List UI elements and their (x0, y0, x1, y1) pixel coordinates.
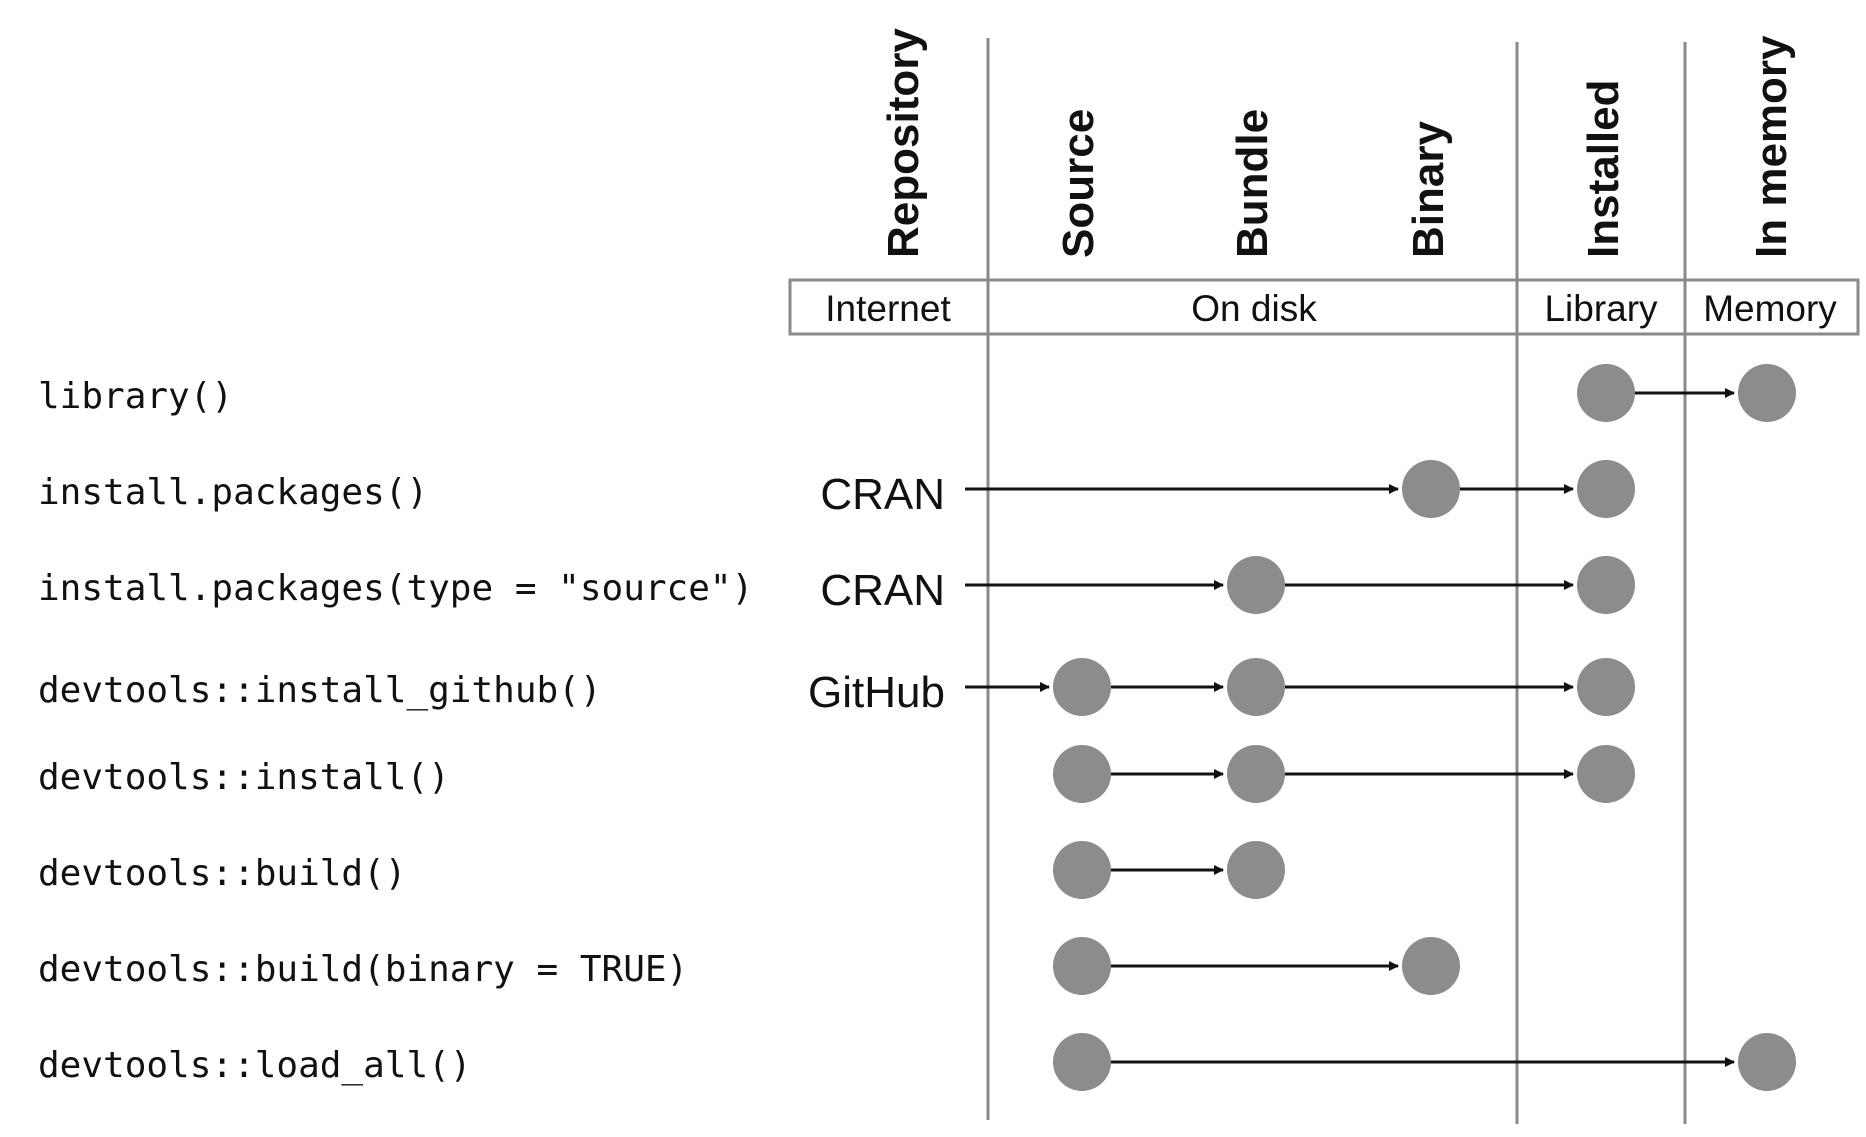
state-node-memory (1738, 1033, 1796, 1091)
state-node-source (1053, 937, 1111, 995)
command-label: install.packages(type = "source") (38, 568, 753, 609)
location-memory: Memory (1703, 288, 1837, 329)
state-node-installed (1577, 658, 1635, 716)
state-node-source (1053, 658, 1111, 716)
column-header-in-memory: In memory (1747, 35, 1796, 258)
row-install: devtools::install() (38, 757, 450, 798)
location-internet: Internet (825, 288, 951, 329)
state-node-bundle (1227, 841, 1285, 899)
row-build: devtools::build() (38, 853, 406, 894)
row-library: library() (38, 376, 233, 417)
column-header-bundle: Bundle (1228, 109, 1277, 258)
state-node-memory (1738, 364, 1796, 422)
state-node-installed (1577, 364, 1635, 422)
state-node-bundle (1227, 556, 1285, 614)
location-on-disk: On disk (1191, 288, 1317, 329)
flows (965, 364, 1796, 1091)
state-node-bundle (1227, 658, 1285, 716)
column-header-source: Source (1054, 109, 1103, 258)
column-headers: Repository Source Bundle Binary Installe… (879, 28, 1796, 258)
command-label: install.packages() (38, 472, 428, 513)
state-node-source (1053, 841, 1111, 899)
state-node-source (1053, 745, 1111, 803)
command-label: devtools::build(binary = TRUE) (38, 949, 688, 990)
row-load-all: devtools::load_all() (38, 1045, 471, 1086)
location-band-box (788, 278, 1860, 336)
row-install-packages: install.packages() CRAN (38, 470, 945, 519)
state-node-binary (1402, 937, 1460, 995)
command-label: devtools::load_all() (38, 1045, 471, 1086)
origin-label: CRAN (820, 566, 945, 615)
command-label: devtools::install_github() (38, 670, 602, 711)
command-rows: library() install.packages() CRAN instal… (38, 376, 945, 1086)
state-node-installed (1577, 745, 1635, 803)
command-label: devtools::install() (38, 757, 450, 798)
location-band: Internet On disk Library Memory (788, 278, 1860, 336)
command-label: devtools::build() (38, 853, 406, 894)
state-node-bundle (1227, 745, 1285, 803)
column-header-repository: Repository (879, 28, 928, 258)
state-node-installed (1577, 556, 1635, 614)
origin-label: CRAN (820, 470, 945, 519)
row-install-packages-source: install.packages(type = "source") CRAN (38, 566, 945, 615)
column-separators (986, 38, 1687, 1124)
state-node-source (1053, 1033, 1111, 1091)
column-header-binary: Binary (1404, 121, 1453, 258)
location-library: Library (1544, 288, 1658, 329)
row-build-binary: devtools::build(binary = TRUE) (38, 949, 688, 990)
column-header-installed: Installed (1579, 80, 1628, 259)
state-node-binary (1402, 460, 1460, 518)
row-install-github: devtools::install_github() GitHub (38, 668, 945, 717)
state-node-installed (1577, 460, 1635, 518)
origin-label: GitHub (808, 668, 945, 717)
command-label: library() (38, 376, 233, 417)
